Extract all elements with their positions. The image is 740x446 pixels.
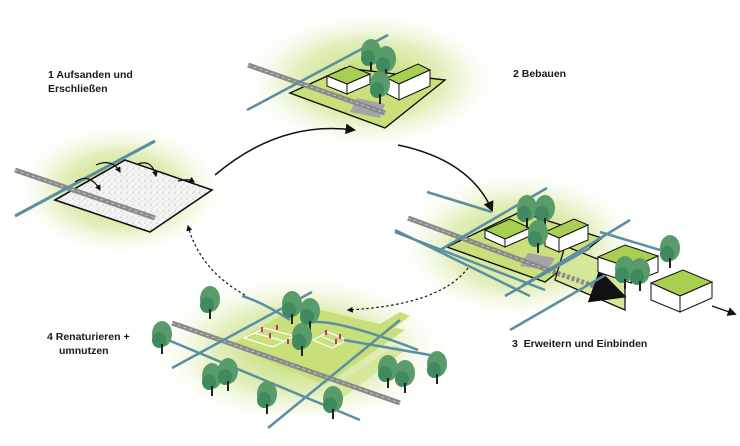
new-building bbox=[649, 269, 714, 313]
step-3-label-line-1: 3 Erweitern und Einbinden bbox=[512, 338, 648, 350]
building bbox=[483, 218, 532, 248]
building bbox=[543, 218, 590, 253]
step-3-expand-scene bbox=[390, 167, 737, 332]
step-4-label-line-1: 4 Renaturieren + bbox=[47, 331, 130, 343]
step-2-build-scene bbox=[235, 8, 505, 152]
step-1-label-line-2: Erschließen bbox=[48, 83, 108, 95]
people bbox=[261, 325, 341, 344]
tree bbox=[660, 235, 680, 268]
step-3-label: 3 Erweitern und Einbinden bbox=[512, 337, 647, 351]
step-4-label: 4 Renaturieren + umnutzen bbox=[47, 330, 130, 358]
step-2-label: 2 Bebauen bbox=[513, 67, 566, 81]
sand-plot bbox=[53, 159, 214, 233]
step-1-label-line-1: 1 Aufsanden und bbox=[48, 69, 133, 81]
arrow-step3-to-step4 bbox=[346, 267, 469, 313]
arrow-step1-to-step2 bbox=[214, 123, 357, 176]
canals bbox=[394, 186, 661, 332]
tree bbox=[630, 258, 650, 291]
growth-arrow bbox=[711, 305, 737, 316]
step-2-label-line-1: 2 Bebauen bbox=[513, 68, 567, 80]
park-area bbox=[230, 305, 405, 385]
step-4-label-line-2: umnutzen bbox=[59, 345, 109, 357]
arrow-step4-to-step1 bbox=[186, 224, 246, 296]
road-extension-arrow bbox=[547, 267, 627, 303]
sand-arrows bbox=[74, 162, 195, 192]
step-1-sand-fill-scene bbox=[10, 120, 230, 260]
step-4-renature-scene bbox=[145, 270, 455, 430]
building bbox=[385, 63, 432, 101]
arrow-step2-to-step3 bbox=[397, 144, 494, 212]
plaza bbox=[520, 253, 555, 270]
step-1-label: 1 Aufsanden und Erschließen bbox=[48, 68, 133, 96]
